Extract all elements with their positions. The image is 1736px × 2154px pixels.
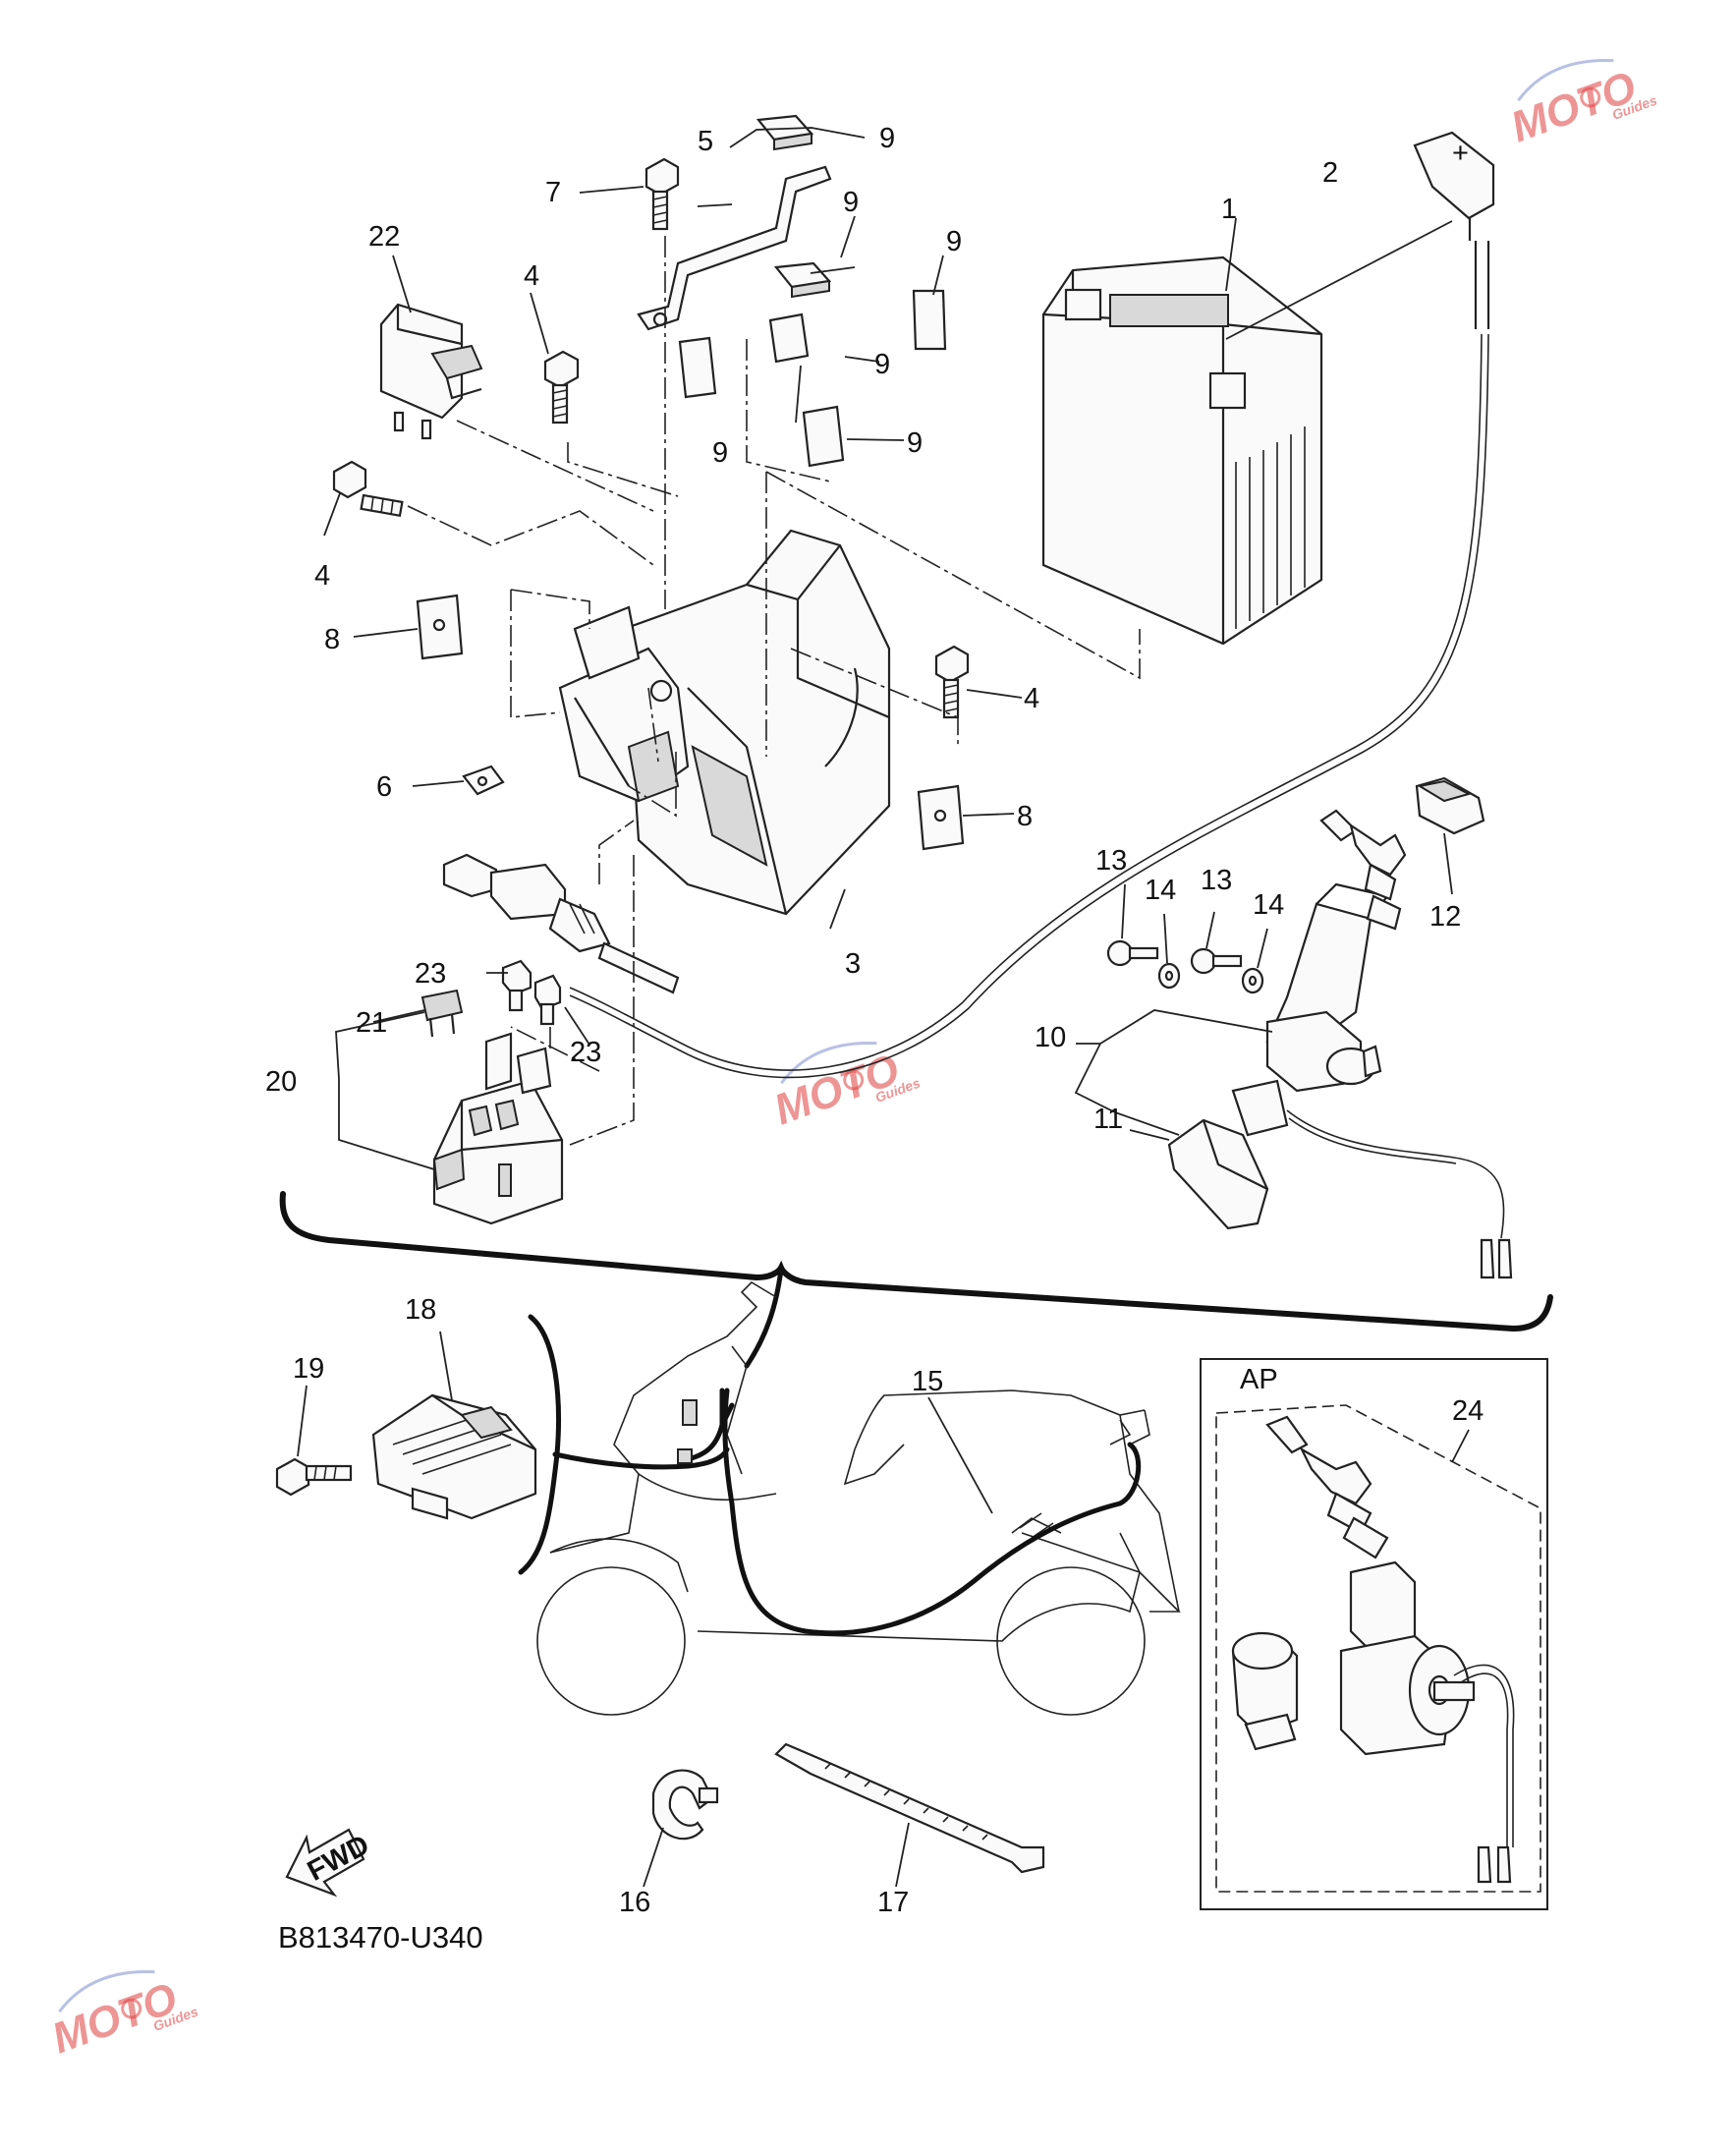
- nut-6: [462, 765, 505, 796]
- washer-14-a: [1157, 962, 1181, 990]
- bolt-4-top: [543, 350, 580, 425]
- ap-kit-box: AP: [1200, 1358, 1548, 1910]
- assembly-lines-top: [407, 236, 1141, 1146]
- key-cap-12: [1415, 776, 1485, 835]
- leader-19: [297, 1385, 308, 1457]
- battery-vent-ribs: [1235, 426, 1306, 629]
- damper-8-left: [416, 594, 464, 660]
- callout-8: 8: [324, 624, 340, 655]
- bolt-19: [275, 1457, 353, 1497]
- callout-9: 9: [879, 123, 895, 154]
- callout-23: 23: [415, 958, 446, 990]
- plastic-band-17: [774, 1742, 1045, 1874]
- callout-21: 21: [356, 1007, 387, 1039]
- cover-11: [1167, 1118, 1269, 1230]
- left-curve-harness: [518, 1314, 561, 1575]
- callout-4: 4: [314, 560, 330, 592]
- callout-17: 17: [877, 1887, 909, 1918]
- fuse-23-a: [501, 959, 532, 1012]
- fuse-23-b: [533, 974, 562, 1026]
- damper-8-right: [917, 784, 965, 851]
- callout-12: 12: [1429, 901, 1461, 933]
- switch-wire-terminals: [1480, 1238, 1513, 1279]
- callout-8: 8: [1017, 801, 1033, 832]
- callout-15: 15: [912, 1366, 943, 1397]
- bolt-4-left: [332, 460, 404, 518]
- callout-7: 7: [545, 177, 561, 208]
- watermark-center: MOTO Guides: [768, 1042, 923, 1134]
- callout-13: 13: [1201, 865, 1232, 896]
- scooter-silhouette: [536, 1280, 1181, 1716]
- washer-14-b: [1241, 967, 1264, 994]
- watermark-bottom-left: MOTO Guides: [46, 1970, 200, 2063]
- callout-19: 19: [293, 1353, 324, 1385]
- watermark-top-right: MOTO Guides: [1505, 59, 1659, 151]
- bolt-4-right: [934, 645, 970, 719]
- callout-18: 18: [405, 1294, 436, 1326]
- leader-18: [439, 1331, 453, 1401]
- brace-lead: [744, 1267, 784, 1369]
- cushion-pads: [678, 114, 947, 468]
- positive-terminal-mark: +: [1452, 138, 1469, 169]
- callout-5: 5: [698, 126, 713, 157]
- main-switch-10: [1231, 882, 1505, 1239]
- screw-13-b: [1190, 947, 1243, 975]
- callout-9: 9: [946, 226, 962, 257]
- bolt-7: [644, 157, 680, 231]
- starter-relay-20: [432, 1032, 564, 1225]
- cable-connector: [442, 853, 680, 994]
- rectifier-18: [371, 1393, 537, 1520]
- callout-24: 24: [1452, 1395, 1484, 1427]
- leader-lines-top: [323, 127, 1453, 1170]
- fwd-arrow: FWD: [285, 1828, 374, 1898]
- screw-13-a: [1106, 939, 1159, 967]
- callout-9: 9: [843, 187, 859, 218]
- leader-16: [643, 1827, 664, 1888]
- callout-20: 20: [265, 1066, 297, 1098]
- ignition-key: [1319, 809, 1407, 931]
- callout-22: 22: [368, 221, 400, 253]
- callout-14: 14: [1145, 875, 1176, 906]
- wire-harness-15: [552, 1388, 1142, 1636]
- box-bracket: [558, 605, 690, 803]
- callout-13: 13: [1095, 845, 1127, 877]
- callout-16: 16: [619, 1887, 650, 1918]
- battery: [1041, 255, 1323, 646]
- callout-6: 6: [376, 771, 392, 803]
- callout-10: 10: [1035, 1022, 1066, 1053]
- callout-14: 14: [1253, 889, 1284, 921]
- clamp-16: [651, 1769, 719, 1841]
- battery-box: [622, 529, 891, 916]
- callout-11: 11: [1093, 1104, 1123, 1135]
- callout-4: 4: [1024, 683, 1039, 714]
- ap-label: AP: [1240, 1364, 1278, 1395]
- battery-terminal-cap: +: [1225, 131, 1495, 340]
- relay-22: [379, 303, 483, 440]
- callout-9: 9: [874, 349, 890, 380]
- battery-stay: [637, 165, 832, 331]
- battery-cable-inner: [569, 333, 1489, 1079]
- callout-4: 4: [524, 260, 539, 292]
- callout-3: 3: [845, 948, 861, 980]
- callout-2: 2: [1322, 157, 1338, 189]
- leader-17: [895, 1822, 910, 1888]
- leader-15: [927, 1396, 993, 1514]
- diagram-code: B813470-U340: [278, 1920, 483, 1955]
- battery-cable: [569, 333, 1483, 1071]
- callout-9: 9: [712, 437, 728, 469]
- fuse-21: [420, 989, 464, 1038]
- callout-1: 1: [1221, 194, 1237, 225]
- callout-9: 9: [907, 427, 923, 459]
- callout-23: 23: [570, 1037, 601, 1068]
